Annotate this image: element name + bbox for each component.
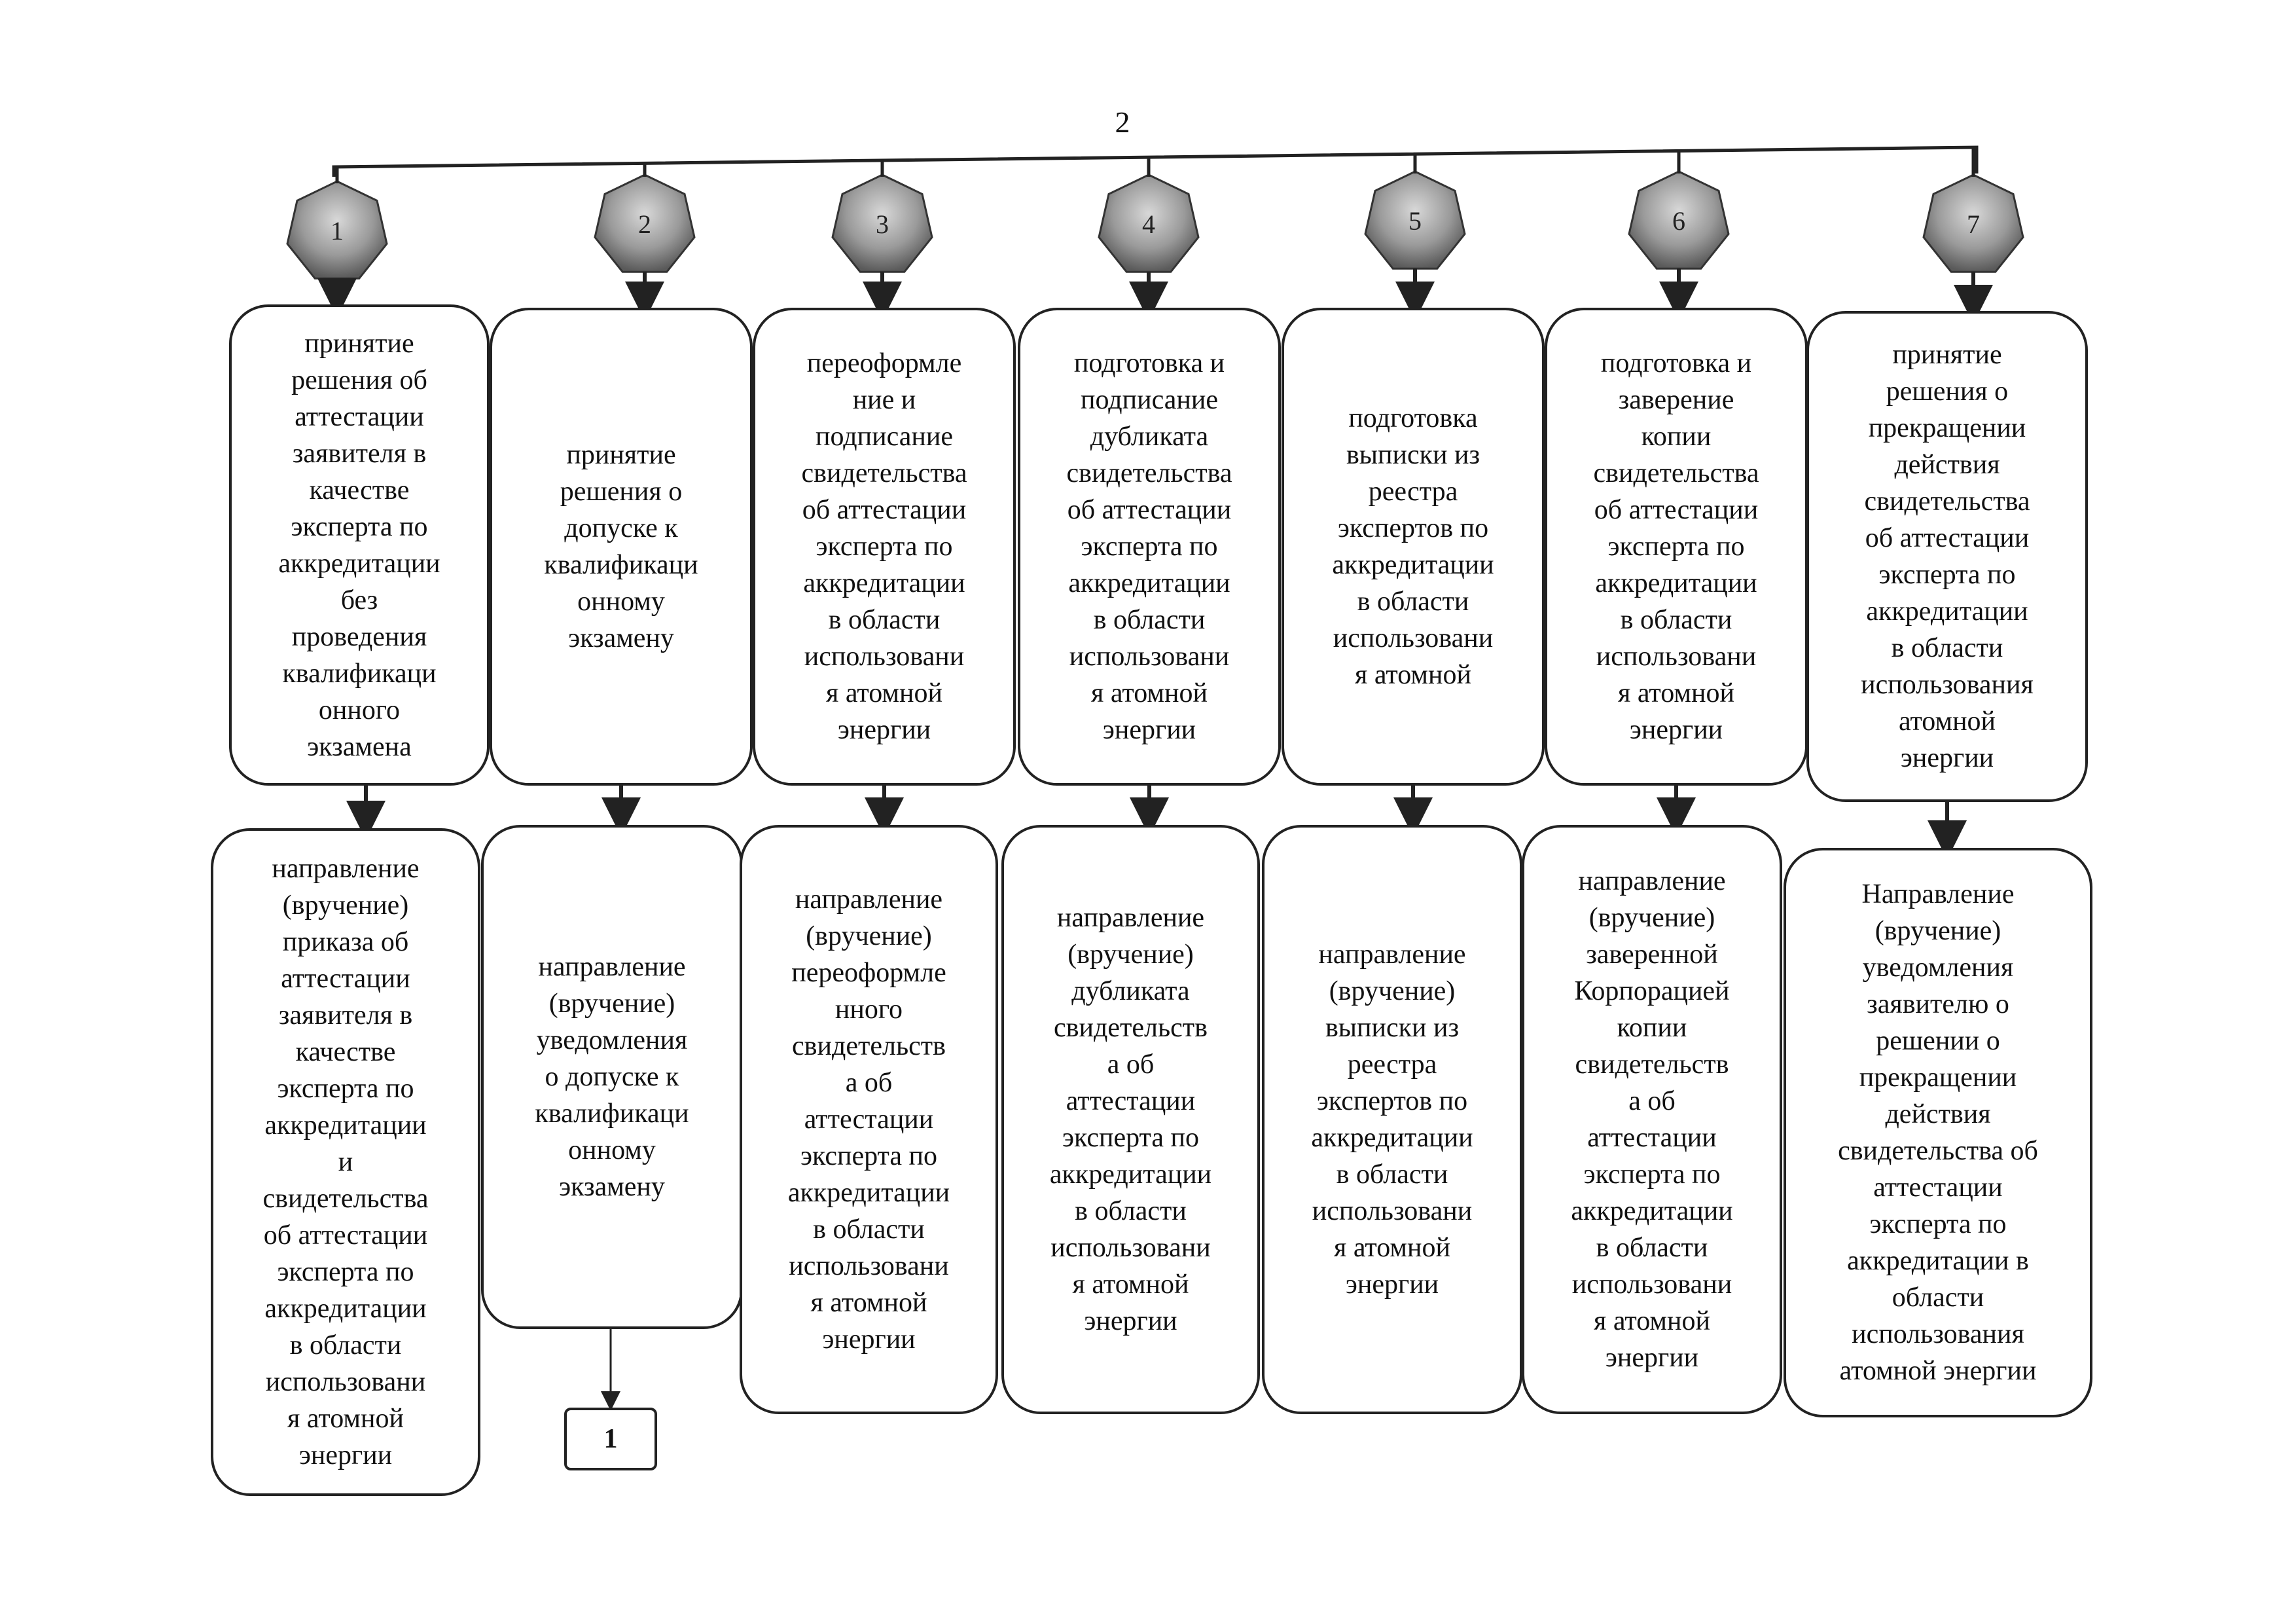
next-step-ref-box: 1 (564, 1408, 657, 1470)
action-box-4: направление (вручение) дубликата свидете… (1001, 825, 1260, 1414)
step-number-5: 5 (1408, 206, 1422, 236)
decision-box-3: переоформле ние и подписание свидетельст… (753, 308, 1016, 786)
step-number-3: 3 (876, 210, 889, 239)
top-label: 2 (1115, 105, 1130, 139)
decision-box-5: подготовка выписки из реестра экспертов … (1282, 308, 1545, 786)
step-number-6: 6 (1672, 206, 1685, 236)
action-text-3: направление (вручение) переоформле нного… (787, 884, 950, 1355)
decision-text-3: переоформле ние и подписание свидетельст… (801, 348, 967, 745)
action-box-5: направление (вручение) выписки из реестр… (1262, 825, 1522, 1414)
action-text-7: Направление (вручение) уведомления заяви… (1838, 879, 2038, 1386)
action-box-1: направление (вручение) приказа об аттест… (211, 828, 480, 1496)
action-text-5: направление (вручение) выписки из реестр… (1311, 939, 1473, 1300)
next-step-ref-label: 1 (603, 1424, 618, 1454)
decision-text-5: подготовка выписки из реестра экспертов … (1332, 403, 1494, 690)
step-number-4: 4 (1142, 210, 1155, 239)
decision-text-2: принятие решения о допуске к квалификаци… (544, 440, 698, 653)
action-text-2: направление (вручение) уведомления о доп… (535, 952, 689, 1202)
decision-box-1: принятие решения об аттестации заявителя… (229, 304, 490, 786)
step-number-2: 2 (638, 210, 651, 239)
decision-text-6: подготовка и заверение копии свидетельст… (1593, 348, 1759, 745)
action-box-3: направление (вручение) переоформле нного… (740, 825, 998, 1414)
decision-box-7: принятие решения о прекращении действия … (1806, 311, 2088, 802)
action-text-6: направление (вручение) заверенной Корпор… (1571, 866, 1733, 1373)
action-text-4: направление (вручение) дубликата свидете… (1049, 903, 1212, 1336)
decision-text-7: принятие решения о прекращении действия … (1861, 340, 2034, 773)
decision-box-6: подготовка и заверение копии свидетельст… (1545, 308, 1808, 786)
action-text-1: направление (вручение) приказа об аттест… (262, 854, 429, 1470)
step-number-1: 1 (331, 216, 344, 246)
action-box-6: направление (вручение) заверенной Корпор… (1522, 825, 1782, 1414)
decision-box-4: подготовка и подписание дубликата свидет… (1018, 308, 1281, 786)
step-number-7: 7 (1967, 210, 1980, 239)
action-box-7: Направление (вручение) уведомления заяви… (1784, 848, 2092, 1417)
decision-box-2: принятие решения о допуске к квалификаци… (490, 308, 753, 786)
decision-text-4: подготовка и подписание дубликата свидет… (1066, 348, 1232, 745)
action-box-2: направление (вручение) уведомления о доп… (481, 825, 743, 1329)
decision-text-1: принятие решения об аттестации заявителя… (278, 328, 440, 762)
top-bus-line (332, 145, 1979, 177)
